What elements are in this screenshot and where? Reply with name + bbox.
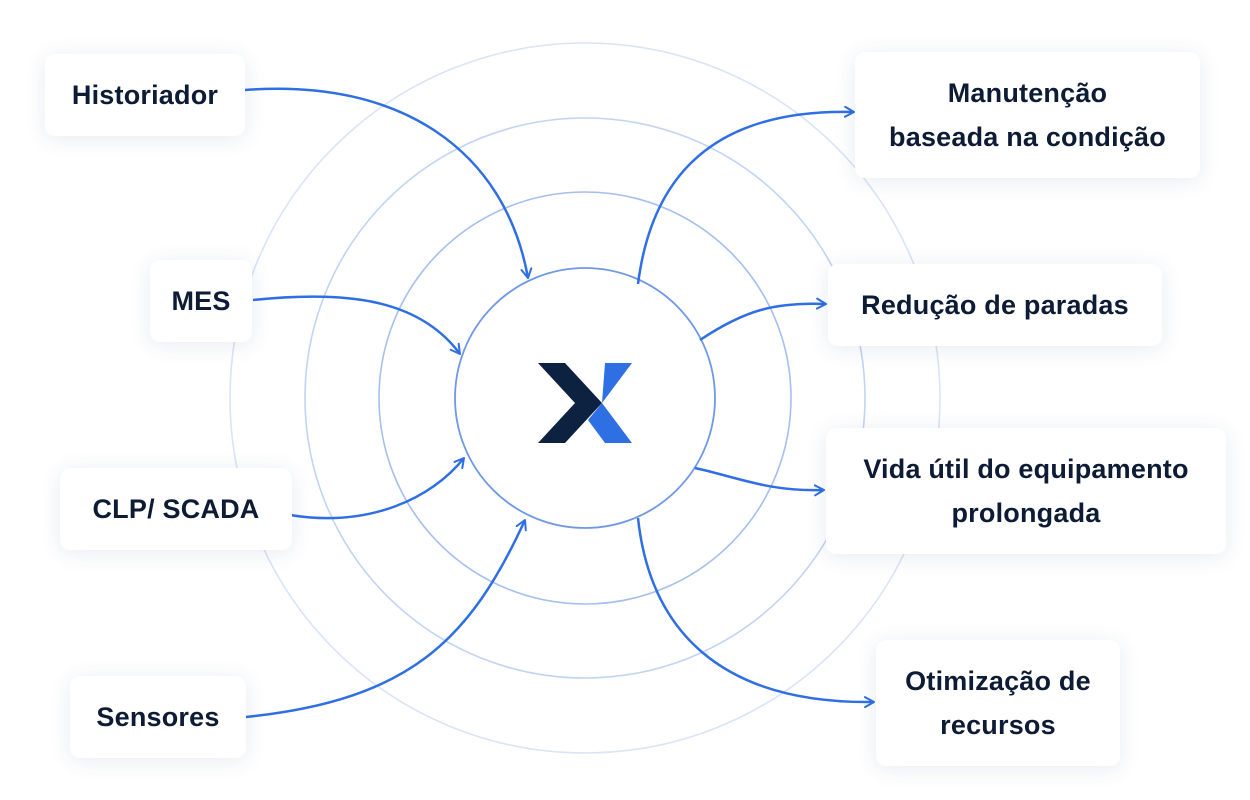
arrow-manutencao <box>636 105 855 285</box>
arrow-clp <box>289 457 465 520</box>
output-card-otimizacao: Otimização de recursos <box>876 640 1120 766</box>
arrow-otimizacao <box>636 517 875 709</box>
second-ring <box>378 191 792 605</box>
outer-ring <box>229 42 941 754</box>
arrow-mes <box>252 295 462 355</box>
output-card-vida-util: Vida útil do equipamento prolongada <box>826 428 1226 554</box>
input-card-mes: MES <box>150 260 252 342</box>
arrow-reducao <box>699 297 827 342</box>
output-card-reducao: Redução de paradas <box>828 264 1162 346</box>
output-card-manutencao: Manutenção baseada na condição <box>855 52 1200 178</box>
input-card-clp-scada: CLP/ SCADA <box>60 468 292 550</box>
arrow-sensores <box>245 519 527 719</box>
arrow-historiador <box>244 87 533 279</box>
third-ring <box>304 117 866 679</box>
arrow-vida <box>694 466 825 497</box>
x-logo-icon <box>538 363 632 443</box>
input-card-sensores: Sensores <box>70 676 246 758</box>
input-card-historiador: Historiador <box>45 54 245 136</box>
